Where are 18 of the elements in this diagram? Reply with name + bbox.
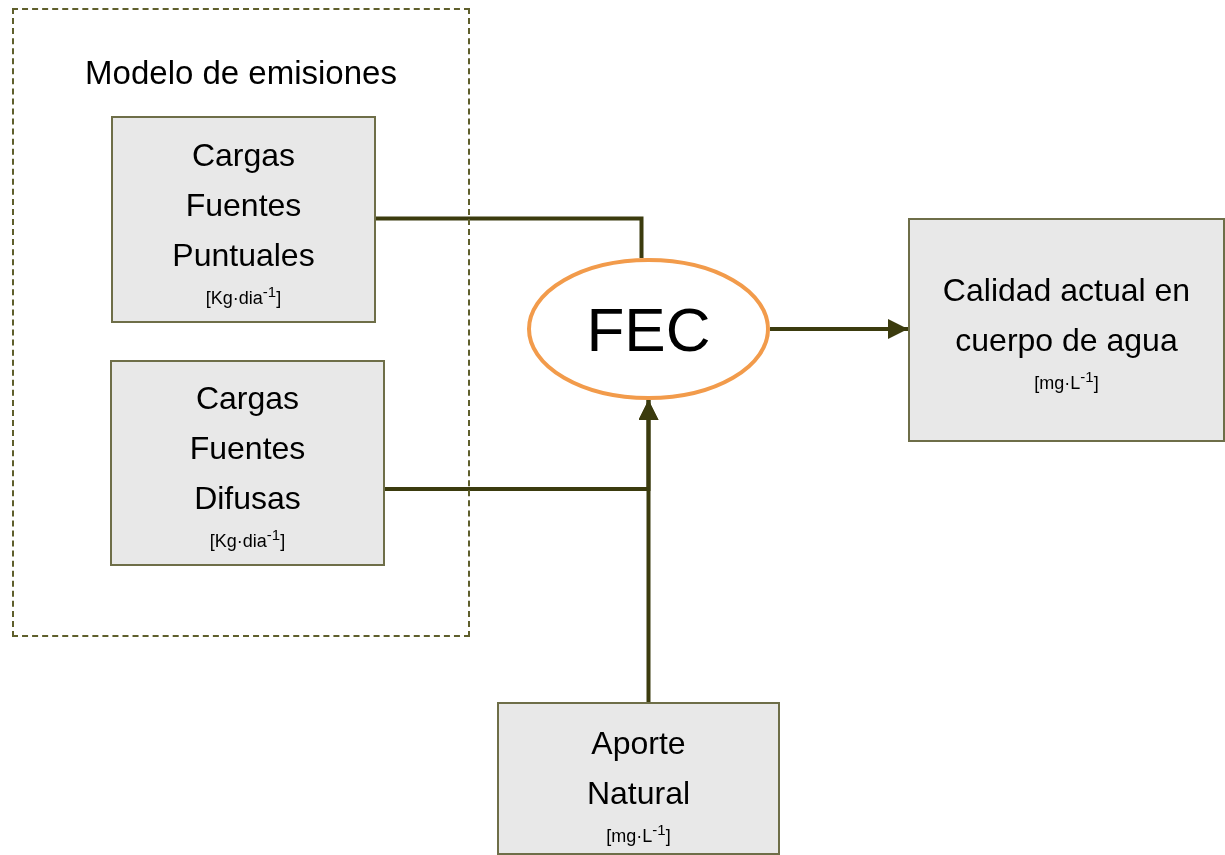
node-label: Calidad actual en cuerpo de agua [941,271,1192,360]
node-label: Aporte Natural [585,724,692,813]
connector-arrow [770,319,908,339]
process-box [111,116,376,323]
unit-label: [Kg·dia$^{-1}$] [209,525,286,553]
process-ellipse [527,258,770,400]
unit-label: [mg·L$^{-1}$] [1034,367,1099,395]
process-box [908,218,1225,442]
process-box [110,360,385,566]
node-label: FEC [586,293,711,365]
process-box [497,702,780,855]
group-frame [12,8,470,637]
connector-arrow [638,400,659,702]
unit-label: [Kg·dia$^{-1}$] [205,281,282,310]
group-title: Modelo de emisiones [84,54,398,92]
node-label: Cargas Fuentes Puntuales [171,135,316,275]
unit-label: [mg·L$^{-1}$] [606,820,671,848]
node-label: Cargas Fuentes Difusas [188,379,307,518]
